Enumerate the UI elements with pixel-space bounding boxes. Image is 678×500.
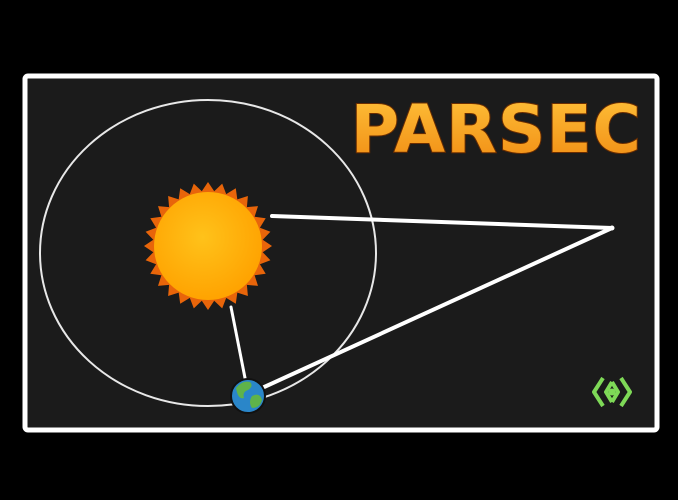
earth-icon [231,379,265,413]
distant-star-point [610,226,615,231]
title-parsec: PARSEC [351,91,642,168]
